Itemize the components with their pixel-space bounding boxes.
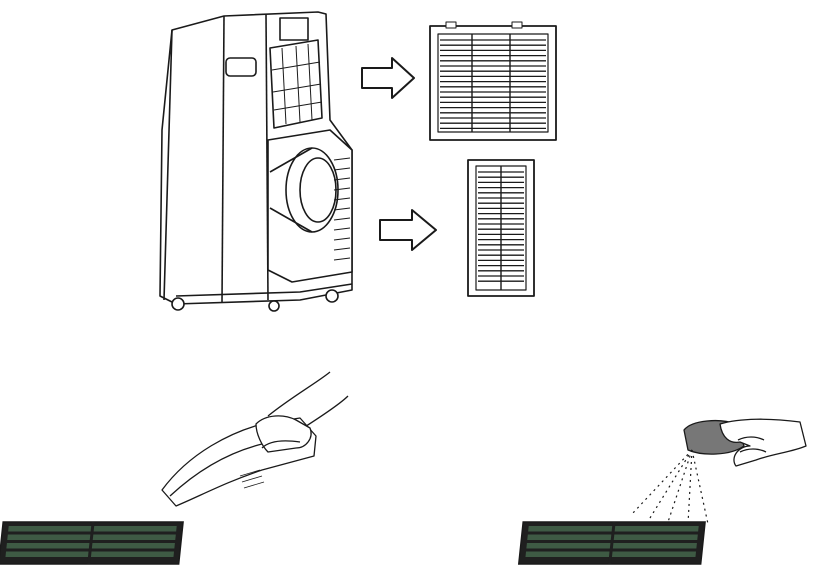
filter-strip-divider — [87, 522, 95, 564]
filter-strip-right — [517, 521, 706, 565]
filter-strip-left — [0, 521, 184, 565]
hand-with-spray-icon — [631, 418, 807, 525]
lower-filter-panel — [467, 159, 535, 297]
arrow-right-icon — [361, 57, 415, 99]
upper-filter-panel — [429, 21, 557, 141]
portable-air-conditioner-icon — [159, 11, 353, 312]
hand-with-vacuum-icon — [161, 371, 349, 507]
spray-line — [649, 449, 693, 519]
spray-line — [631, 449, 693, 515]
spray-line — [691, 449, 709, 525]
arrow-right-icon — [379, 209, 437, 251]
filter-strip-divider — [608, 522, 616, 564]
spray-line — [667, 449, 693, 523]
spray-line — [687, 449, 693, 525]
